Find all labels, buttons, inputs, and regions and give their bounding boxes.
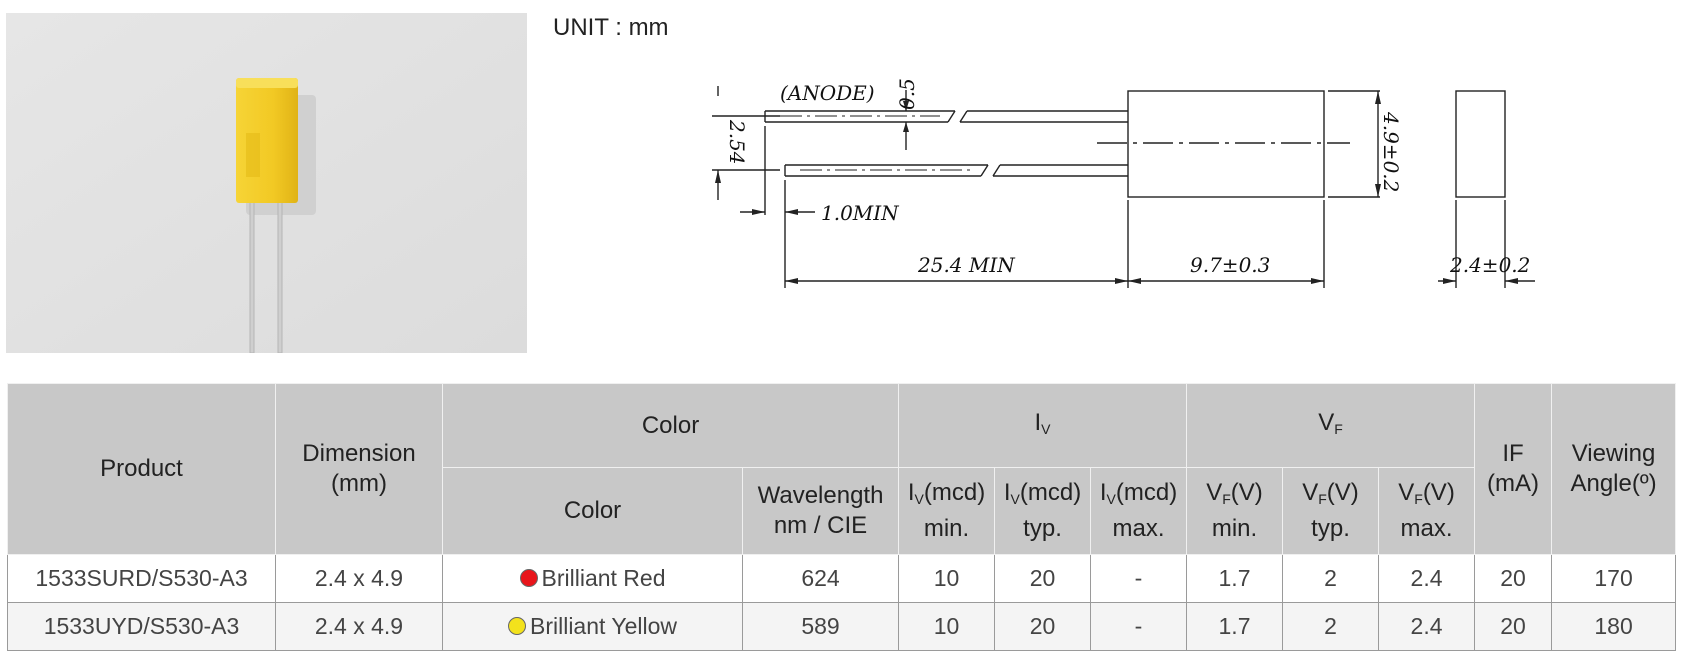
anode-label: (ANODE) [780,81,875,105]
cell-wavelength: 624 [741,554,900,603]
cell-vf-typ: 2 [1282,554,1380,603]
body-width-label: 2.4±0.2 [1449,253,1530,277]
header-color: Color [442,467,743,555]
header-wavelength-label: Wavelength [757,482,884,509]
header-iv-min: IV(mcd) min. [898,467,996,555]
cell-color: Brilliant Red [442,554,743,603]
header-viewing-unit: Angle(º) [1570,470,1657,497]
cell-viewing-angle: 170 [1551,554,1677,603]
header-vf-typ: VF(V) typ. [1282,467,1380,555]
header-dimension-unit: (mm) [331,470,387,497]
cell-iv-max: - [1090,602,1188,651]
color-dot-icon [507,617,526,635]
header-vf-group-base: V [1318,408,1335,436]
table-row: 1533SURD/S530-A3 2.4 x 4.9 Brilliant Red… [7,554,1677,603]
cell-viewing-angle: 180 [1551,602,1677,651]
cell-iv-typ: 20 [994,554,1092,603]
header-iv-sub: V [1010,491,1020,507]
body-height-label: 4.9±0.2 [1379,111,1403,192]
header-if-label: IF [1502,440,1524,467]
color-name: Brilliant Red [541,565,666,591]
header-iv-group: IV [898,383,1188,468]
header-color-group: Color [441,383,900,468]
spec-table: Product Dimension (mm) Color IV VF IF (m… [7,383,1677,651]
header-vf-sub: F [1222,491,1231,507]
dimension-drawing: (ANODE) 0.5 2.54 1.0MIN 25.4 MIN 9.7±0.3… [712,78,1535,288]
cell-vf-typ: 2 [1282,602,1380,651]
header-vf-unit: (V) [1422,479,1455,506]
color-dot-icon [519,569,538,587]
header-vf-sub: F [1318,491,1327,507]
cell-iv-max: - [1090,554,1188,603]
header-vf-base: V [1206,479,1223,506]
header-min: min. [1211,515,1258,542]
header-dimension: Dimension (mm) [275,383,443,555]
header-max: max. [1400,515,1453,542]
header-wavelength-unit: nm / CIE [773,512,868,539]
header-iv-base: I [907,479,915,506]
header-if-unit: (mA) [1487,470,1540,497]
color-name: Brilliant Yellow [529,613,678,639]
cell-dimension: 2.4 x 4.9 [275,602,443,651]
table-row: 1533UYD/S530-A3 2.4 x 4.9 Brilliant Yell… [7,602,1677,651]
header-iv-unit: (mcd) [1115,479,1178,506]
header-vf-max: VF(V) max. [1378,467,1476,555]
cell-dimension: 2.4 x 4.9 [275,554,443,603]
cell-iv-min: 10 [898,602,996,651]
cell-if: 20 [1474,602,1553,651]
header-iv-unit: (mcd) [1019,479,1082,506]
header-iv-sub: V [1106,491,1116,507]
header-typ: typ. [1023,515,1062,542]
lead-length-label: 25.4 MIN [917,253,1016,277]
min-exposed-label: 1.0MIN [821,201,900,225]
cell-iv-min: 10 [898,554,996,603]
header-vf-unit: (V) [1230,479,1263,506]
cell-iv-typ: 20 [994,602,1092,651]
header-max: max. [1112,515,1165,542]
header-iv-sub: V [914,491,924,507]
cell-product: 1533UYD/S530-A3 [7,602,276,651]
header-iv-typ: IV(mcd) typ. [994,467,1092,555]
header-vf-min: VF(V) min. [1186,467,1284,555]
header-wavelength: Wavelength nm / CIE [741,467,900,555]
header-iv-group-base: I [1034,408,1042,436]
header-min: min. [923,515,970,542]
cell-vf-max: 2.4 [1378,602,1476,651]
cell-vf-min: 1.7 [1186,602,1284,651]
header-vf-base: V [1398,479,1415,506]
header-viewing-angle: Viewing Angle(º) [1551,383,1677,555]
header-dimension-label: Dimension [302,440,416,467]
header-vf-base: V [1302,479,1319,506]
header-vf-group-sub: F [1334,420,1343,437]
cell-vf-min: 1.7 [1186,554,1284,603]
header-iv-group-sub: V [1041,420,1051,437]
cell-vf-max: 2.4 [1378,554,1476,603]
cell-color: Brilliant Yellow [442,602,743,651]
header-iv-max: IV(mcd) max. [1090,467,1188,555]
led-product-photo [6,13,527,353]
unit-label: UNIT : mm [553,14,669,41]
pitch-label: 2.54 [725,119,749,165]
header-if: IF (mA) [1474,383,1553,555]
header-vf-sub: F [1414,491,1423,507]
header-iv-base: I [1003,479,1011,506]
cell-if: 20 [1474,554,1553,603]
lead-thickness-label: 0.5 [895,78,919,110]
header-product: Product [7,383,276,555]
header-viewing-label: Viewing [1571,440,1656,467]
cell-product: 1533SURD/S530-A3 [7,554,276,603]
header-iv-base: I [1099,479,1107,506]
header-typ: typ. [1311,515,1350,542]
cell-wavelength: 589 [741,602,900,651]
header-vf-group: VF [1186,383,1476,468]
body-length-label: 9.7±0.3 [1190,253,1270,277]
header-iv-unit: (mcd) [923,479,986,506]
header-vf-unit: (V) [1326,479,1359,506]
led-illustration [6,13,527,353]
